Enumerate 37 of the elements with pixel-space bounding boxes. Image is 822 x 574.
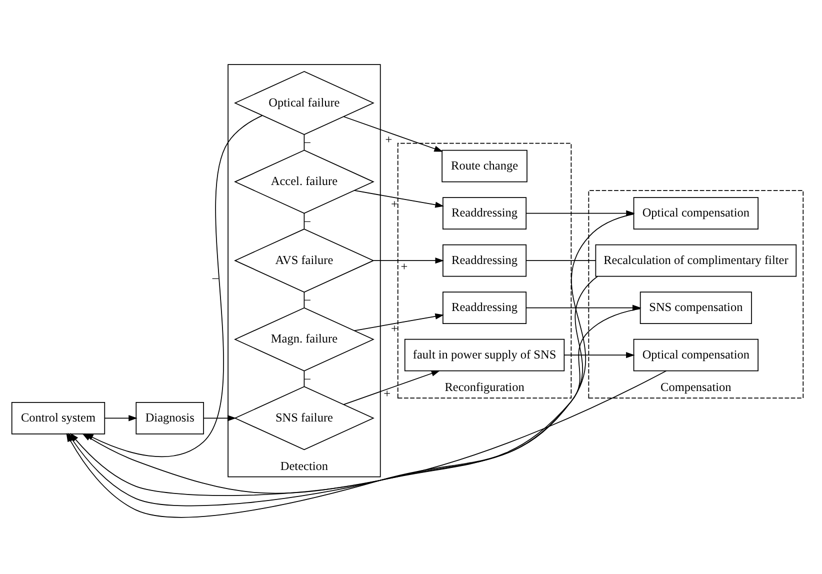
node-box: Readdressing (442, 196, 527, 229)
connector (304, 212, 305, 229)
edge-label: + (385, 132, 392, 146)
connector (304, 370, 305, 386)
node-box: Control system (11, 401, 106, 434)
arrow (203, 414, 236, 421)
arrow (104, 414, 138, 421)
edge-label: – (212, 270, 219, 284)
arrow (82, 370, 667, 494)
node-diamond: Magn. failure (234, 306, 374, 371)
node-box: Diagnosis (136, 401, 204, 434)
node-diamond: Optical failure (234, 70, 374, 135)
node-diamond: AVS failure (234, 228, 374, 292)
node-box: Readdressing (442, 291, 527, 324)
node-diamond: Accel. failure (234, 149, 374, 214)
node-box: Optical compensation (633, 196, 758, 229)
node-box: Readdressing (442, 244, 527, 276)
arrow (526, 210, 635, 216)
edge-label: + (391, 321, 398, 336)
node-box: fault in power supply of SNS (404, 338, 565, 371)
node-box: Optical compensation (633, 338, 758, 371)
connector (304, 291, 305, 308)
arrow (564, 352, 635, 358)
edge-label: + (391, 196, 398, 211)
node-diamond: SNS failure (234, 386, 374, 450)
arrow (343, 370, 440, 404)
arrow (373, 257, 444, 264)
arrow (354, 312, 444, 331)
arrow (354, 190, 444, 208)
edge-label: + (384, 386, 391, 400)
node-box: Recalculation of complimentary filter (595, 244, 797, 276)
node-box: SNS compensation (640, 291, 752, 324)
arrow (343, 116, 444, 152)
node-box: Route change (442, 149, 528, 182)
connector (304, 134, 305, 150)
connector (526, 260, 596, 261)
edge-label: + (400, 258, 408, 273)
